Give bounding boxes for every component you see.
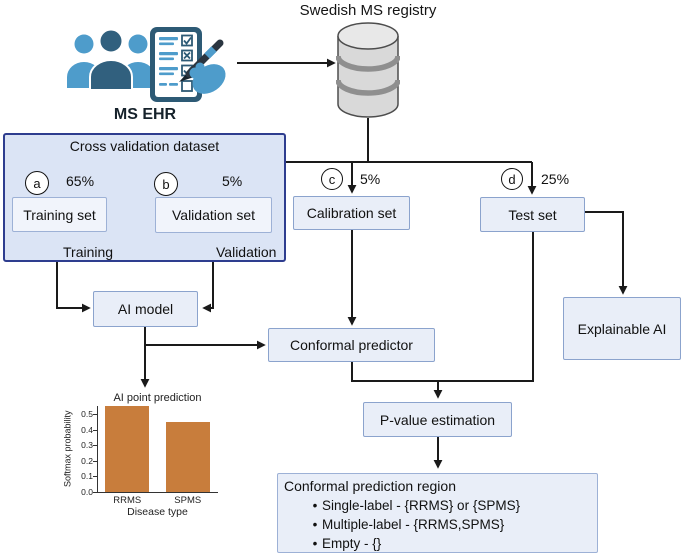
region-bullet-item: • Multiple-label - {RRMS,SPMS} bbox=[284, 515, 591, 534]
test-set-box: Test set bbox=[480, 197, 585, 232]
chart-y-axis bbox=[97, 406, 99, 492]
bullet-icon: • bbox=[312, 536, 318, 551]
percent-calibration: 5% bbox=[360, 171, 381, 187]
chart-x-axis-label: Disease type bbox=[127, 506, 188, 518]
bullet-icon: • bbox=[312, 517, 318, 532]
database-icon bbox=[336, 22, 400, 118]
chart-y-tick bbox=[93, 476, 97, 478]
training-set-box: Training set bbox=[12, 197, 107, 232]
chart-y-tick bbox=[93, 492, 97, 493]
chart-y-tick-label: 0.1 bbox=[81, 471, 93, 482]
region-bullet-list: • Single-label - {RRMS} or {SPMS} • Multipl… bbox=[284, 496, 591, 553]
chart-bar-spms bbox=[165, 421, 210, 492]
bullet-icon: • bbox=[312, 498, 318, 513]
ai-model-box: AI model bbox=[93, 291, 198, 327]
chart-title: AI point prediction bbox=[113, 392, 202, 404]
training-flow-label: Training bbox=[63, 244, 114, 260]
percent-validation: 5% bbox=[222, 173, 243, 189]
percent-training: 65% bbox=[66, 173, 95, 189]
validation-flow-label: Validation bbox=[216, 244, 277, 260]
chart-bar-rrms bbox=[105, 406, 150, 492]
explainable-ai-box: Explainable AI bbox=[563, 297, 681, 360]
ehr-label: MS EHR bbox=[113, 106, 177, 123]
p-value-box: P-value estimation bbox=[363, 402, 512, 437]
hand-pen-icon bbox=[179, 39, 226, 94]
registry-title: Swedish MS registry bbox=[299, 2, 437, 19]
chart-x-tick-label: SPMS bbox=[174, 495, 202, 506]
chart-y-tick-label: 0.0 bbox=[81, 487, 93, 497]
chart-y-tick-label: 0.4 bbox=[81, 424, 93, 435]
percent-test: 25% bbox=[541, 171, 570, 187]
bullet-text: Empty - {} bbox=[322, 536, 382, 551]
cross-validation-label: Cross validation dataset bbox=[69, 138, 220, 154]
ms-ehr-icon bbox=[67, 27, 226, 102]
conformal-prediction-region-box: Conformal prediction region • Single-labe… bbox=[277, 473, 598, 553]
branch-circle-c: c bbox=[321, 168, 343, 190]
conformal-predictor-box: Conformal predictor bbox=[268, 328, 435, 362]
bullet-text: Single-label - {RRMS} or {SPMS} bbox=[322, 498, 521, 513]
region-bullet-item: • Single-label - {RRMS} or {SPMS} bbox=[284, 496, 591, 515]
arrow-test-to-explainable bbox=[585, 211, 628, 295]
chart-x-axis bbox=[97, 492, 218, 494]
branch-circle-b: b bbox=[154, 172, 178, 196]
chart-x-tick-label: RRMS bbox=[113, 495, 142, 506]
region-bullet-item: • Empty - {} bbox=[284, 534, 591, 553]
validation-set-box: Validation set bbox=[155, 197, 272, 233]
calibration-set-box: Calibration set bbox=[293, 196, 410, 230]
chart-y-axis-label: Softmax probability bbox=[62, 410, 73, 488]
branch-circle-d: d bbox=[501, 168, 523, 190]
region-title: Conformal prediction region bbox=[284, 478, 456, 494]
chart-y-tick-label: 0.5 bbox=[81, 409, 93, 419]
branch-circle-a: a bbox=[25, 171, 49, 195]
chart-y-tick bbox=[93, 414, 97, 415]
bullet-text: Multiple-label - {RRMS,SPMS} bbox=[322, 517, 505, 532]
people-icon bbox=[67, 28, 155, 91]
chart-y-tick bbox=[93, 429, 97, 431]
chart-y-tick-label: 0.2 bbox=[81, 455, 93, 466]
chart-y-tick bbox=[93, 460, 97, 462]
chart-y-tick-label: 0.3 bbox=[81, 440, 93, 451]
chart-y-tick bbox=[93, 445, 97, 447]
